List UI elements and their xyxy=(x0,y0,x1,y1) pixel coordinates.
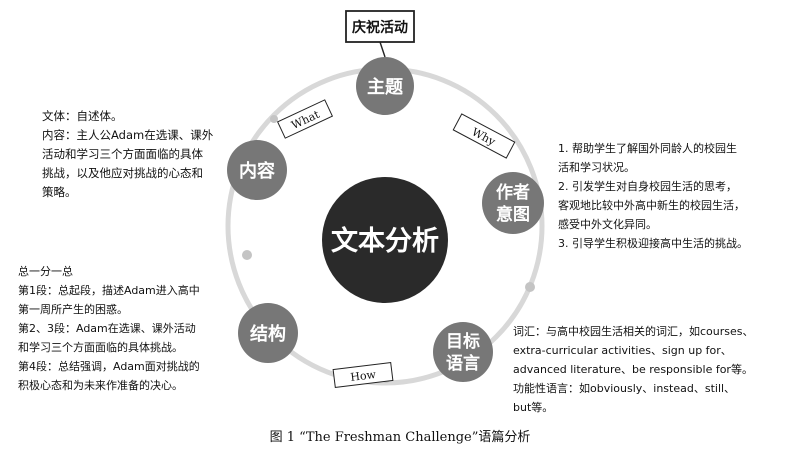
theme-node-label: 主题 xyxy=(367,76,404,98)
goal-line: 功能性语言：如obviously、instead、still、 xyxy=(513,382,736,395)
intent-description: 1. 帮助学生了解国外同龄人的校园生 活和学习状况。 2. 引发学生对自身校园生… xyxy=(558,139,748,253)
goal-node-label-2: 语言 xyxy=(446,353,480,374)
structure-line: 第一周所产生的困惑。 xyxy=(18,303,128,316)
structure-description: 总一分一总 第1段：总起段，描述Adam进入高中 第一周所产生的困惑。 第2、3… xyxy=(18,262,200,395)
top-label: 庆祝活动 xyxy=(352,19,408,36)
top-label-box xyxy=(345,10,415,43)
structure-line: 第4段：总结强调，Adam面对挑战的 xyxy=(18,360,200,373)
intent-line: 感受中外文化异同。 xyxy=(558,218,657,231)
structure-line: 第2、3段：Adam在选课、课外活动 xyxy=(18,322,196,335)
goal-description: 词汇：与高中校园生活相关的词汇，如courses、 extra-curricul… xyxy=(513,322,754,417)
content-line: 文体：自述体。 xyxy=(42,109,123,123)
ring-dot xyxy=(242,250,252,260)
goal-line: advanced literature、be responsible for等。 xyxy=(513,363,753,376)
goal-line: but等。 xyxy=(513,401,554,414)
theme-node xyxy=(356,57,414,115)
intent-node-label-1: 作者 xyxy=(496,182,530,203)
intent-line: 3. 引导学生积极迎接高中生活的挑战。 xyxy=(558,237,748,250)
content-line: 活动和学习三个方面面临的具体 xyxy=(42,147,203,161)
goal-node xyxy=(433,322,493,382)
why-tag: Why xyxy=(452,113,516,159)
intent-line: 2. 引发学生对自身校园生活的思考， xyxy=(558,180,737,193)
intent-node xyxy=(482,172,544,234)
what-tag-box xyxy=(276,99,334,139)
why-tag-box xyxy=(452,113,516,159)
center-node xyxy=(322,177,448,303)
content-description: 文体：自述体。 内容：主人公Adam在选课、课外 活动和学习三个方面面临的具体 … xyxy=(42,107,213,202)
structure-line: 和学习三个方面面临的具体挑战。 xyxy=(18,341,183,354)
content-node xyxy=(227,140,287,200)
structure-line: 第1段：总起段，描述Adam进入高中 xyxy=(18,284,200,297)
content-line: 策略。 xyxy=(42,185,77,199)
intent-line: 客观地比较中外高中新生的校园生活， xyxy=(558,199,745,212)
how-tag: How xyxy=(332,361,394,389)
top-label-connector xyxy=(379,41,386,58)
content-node-label: 内容 xyxy=(239,160,275,182)
goal-node-label-1: 目标 xyxy=(446,331,480,352)
intent-line: 1. 帮助学生了解国外同龄人的校园生 xyxy=(558,142,737,155)
structure-line: 积极心态和为未来作准备的决心。 xyxy=(18,379,183,392)
how-tag-label: How xyxy=(350,368,378,384)
intent-node-label-2: 意图 xyxy=(496,204,530,225)
goal-line: extra-curricular activities、sign up for、 xyxy=(513,344,732,357)
figure-caption: 图 1 “The Freshman Challenge”语篇分析 xyxy=(269,430,531,445)
ring-dot xyxy=(270,115,278,123)
structure-node xyxy=(238,303,298,363)
ring-dot xyxy=(525,282,535,292)
structure-line: 总一分一总 xyxy=(18,265,73,278)
center-node-label: 文本分析 xyxy=(331,225,439,257)
structure-node-label: 结构 xyxy=(250,323,286,345)
content-line: 内容：主人公Adam在选课、课外 xyxy=(42,128,214,142)
how-tag-box xyxy=(332,361,394,389)
intent-line: 活和学习状况。 xyxy=(558,161,635,174)
goal-line: 词汇：与高中校园生活相关的词汇，如courses、 xyxy=(513,325,754,338)
content-line: 挑战，以及他应对挑战的心态和 xyxy=(42,166,203,180)
